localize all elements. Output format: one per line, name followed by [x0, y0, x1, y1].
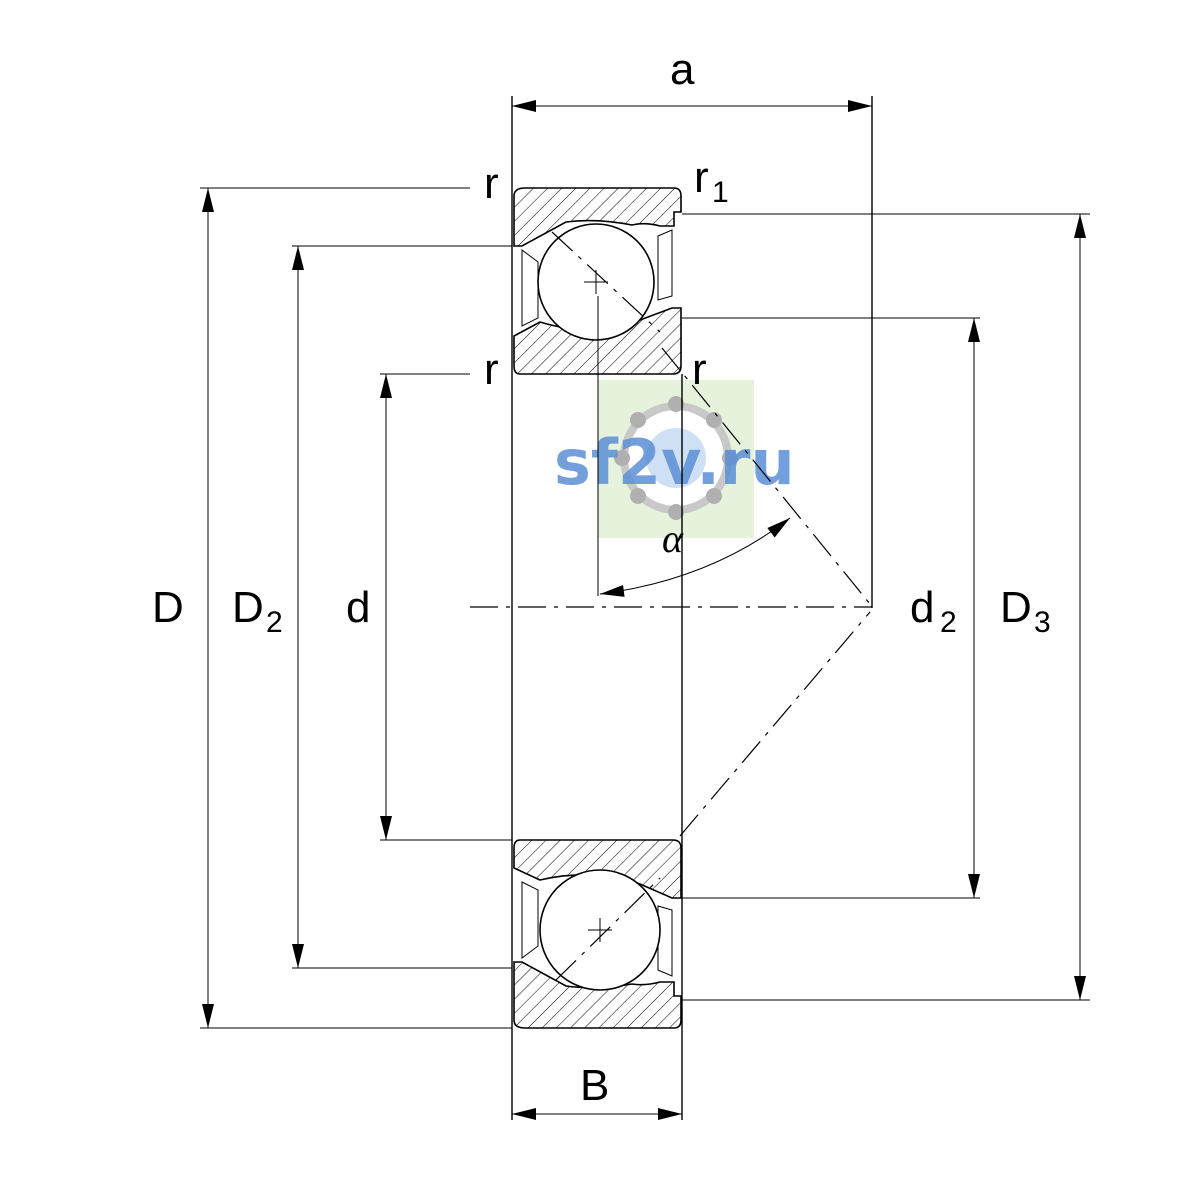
label-B: B [580, 1061, 609, 1110]
label-r-mid-right: r [692, 345, 707, 394]
alpha-arc [599, 517, 791, 597]
label-r1-subscript: 1 [712, 176, 729, 209]
label-a: a [670, 45, 695, 94]
label-alpha: α [662, 516, 684, 561]
lower-seal-right [657, 905, 673, 977]
lower-seal-left [521, 881, 539, 959]
label-d2-subscript: 2 [940, 606, 957, 639]
upper-seal-left [521, 249, 539, 327]
upper-seal-right [657, 229, 673, 301]
label-D: D [152, 583, 184, 632]
label-r1: r [694, 153, 709, 202]
watermark-text: sf2v.ru [554, 426, 795, 499]
label-D2: D [232, 583, 264, 632]
label-r-top-left: r [484, 159, 499, 208]
label-d: d [346, 583, 370, 632]
label-D2-subscript: 2 [266, 606, 283, 639]
label-D3-subscript: 3 [1034, 606, 1051, 639]
upper-outer-ring [513, 187, 682, 247]
label-D3: D [1000, 583, 1032, 632]
label-d2: d [910, 583, 934, 632]
watermark: sf2v.ru [554, 380, 795, 538]
label-r-mid-left: r [484, 345, 499, 394]
lower-bearing-section [513, 839, 682, 1029]
